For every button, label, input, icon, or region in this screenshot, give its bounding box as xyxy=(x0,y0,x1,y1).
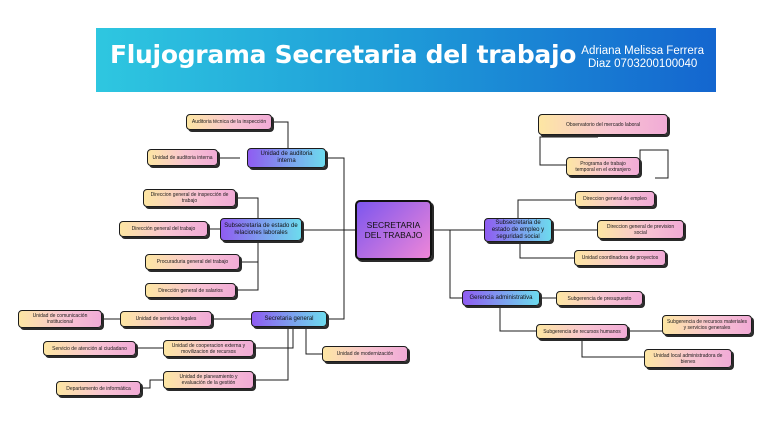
node-subsecretaria-empleo[interactable]: Subsecretaria de estado de empleo y segu… xyxy=(484,218,552,242)
node-direccion-trabajo[interactable]: Dirección general del trabajo xyxy=(119,221,208,237)
node-comunicacion-institucional[interactable]: Unidad de comunicación institucional xyxy=(18,310,102,328)
connector-line xyxy=(326,157,356,231)
author-id: Diaz 0703200100040 xyxy=(587,58,698,70)
node-atencion-ciudadano[interactable]: Servicio de atención al ciudadano xyxy=(43,341,136,356)
connector-line xyxy=(519,242,574,259)
page-title: Flujograma Secretaria del trabajo xyxy=(110,40,577,69)
node-secretaria-general[interactable]: Secretaria general xyxy=(251,311,327,327)
connector-line xyxy=(581,338,644,358)
node-observatorio[interactable]: Observatorio del mercado laboral xyxy=(538,114,668,135)
title-banner: Flujograma Secretaria del trabajo Adrian… xyxy=(96,28,716,92)
node-procuraduria[interactable]: Procuraduria general del trabajo xyxy=(145,254,240,270)
connector-line xyxy=(272,121,289,150)
connector-line xyxy=(254,328,294,349)
node-prevision-social[interactable]: Direccion general de prevision social xyxy=(597,220,684,239)
connector-line xyxy=(449,230,462,299)
node-inspeccion-trabajo[interactable]: Direccion general de inspección de traba… xyxy=(143,189,236,207)
connector-line xyxy=(539,136,598,166)
node-cooperacion-externa[interactable]: Unidad de cooperacion externa y moviliza… xyxy=(163,340,254,357)
node-trabajo-temporal[interactable]: Programa de trabajo temporal en el extra… xyxy=(566,157,640,176)
node-gerencia-administrativa[interactable]: Gerencia administrativa xyxy=(462,290,540,306)
author-block: Adriana Melissa Ferrera Diaz 07032001000… xyxy=(581,45,704,71)
connector-line xyxy=(236,262,259,291)
node-coordinadora-proyectos[interactable]: Unidad coordinadora de proyectos xyxy=(574,250,666,266)
connector-line xyxy=(327,230,345,320)
connector-line xyxy=(254,328,289,381)
node-direccion-salarios[interactable]: Dirección general de salarios xyxy=(145,283,236,298)
author-name: Adriana Melissa Ferrera xyxy=(581,45,704,57)
node-auditoria-interna[interactable]: Unidad de auditoria interna xyxy=(247,148,326,168)
connector-line xyxy=(305,328,322,355)
connector-line xyxy=(517,199,575,218)
node-unidad-auditoria-interna[interactable]: Unidad de auditoria interna xyxy=(147,149,218,166)
node-informatica[interactable]: Departamento de informática xyxy=(56,381,141,396)
node-direccion-empleo[interactable]: Direccion general de empleo xyxy=(575,191,655,207)
node-auditoria-tecnica[interactable]: Auditoria técnica de la inspección xyxy=(186,114,272,130)
connector-line xyxy=(236,197,259,218)
node-subgerencia-rrhh[interactable]: Subgerencia de recursos humanos xyxy=(536,324,628,339)
node-planeamiento[interactable]: Unidad de planeamiento y evaluación de l… xyxy=(163,371,254,389)
node-administradora-bienes[interactable]: Unidad local administradora de bienes xyxy=(644,349,732,368)
connector-line xyxy=(639,149,669,179)
root-node[interactable]: SECRETARIA DEL TRABAJO xyxy=(355,200,432,260)
node-subgerencia-materiales[interactable]: Subgerencia de recursos materiales y ser… xyxy=(662,315,752,335)
node-subsecretaria-relaciones[interactable]: Subsecretaria de estado de relaciones la… xyxy=(220,218,302,241)
node-servicios-legales[interactable]: Unidad de servicios legales xyxy=(120,311,212,327)
node-modernizacion[interactable]: Unidad de modernización xyxy=(322,346,408,362)
node-subgerencia-presupuesto[interactable]: Subgerencia de presupuesto xyxy=(556,291,643,306)
connector-line xyxy=(240,240,259,263)
connector-line xyxy=(141,379,163,389)
connector-line xyxy=(499,306,536,332)
